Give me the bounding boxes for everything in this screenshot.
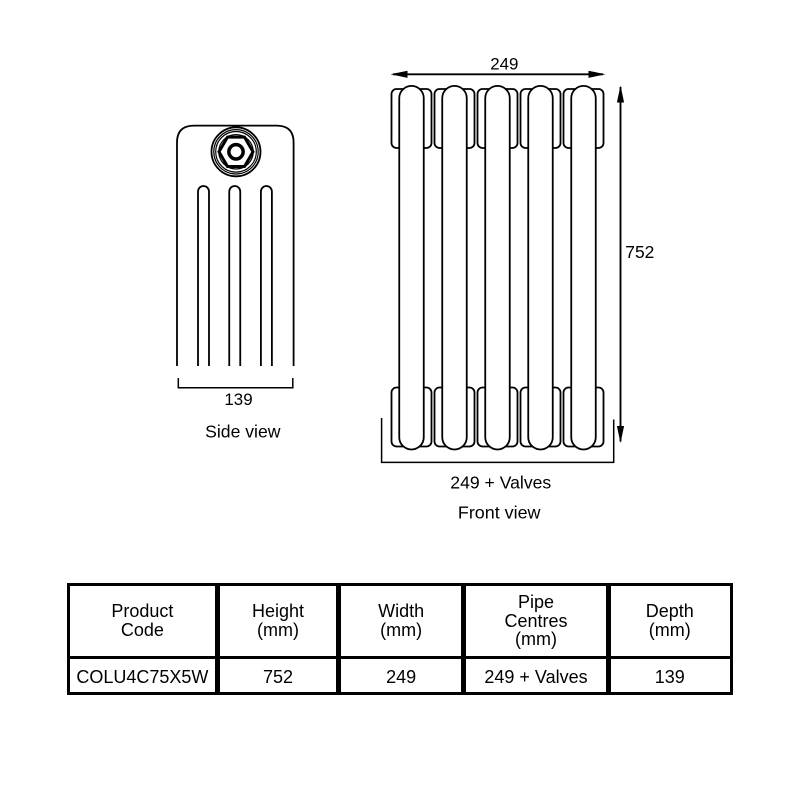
- svg-text:752: 752: [625, 242, 654, 262]
- svg-text:249 + Valves: 249 + Valves: [450, 472, 551, 492]
- svg-text:Side view: Side view: [205, 422, 281, 442]
- svg-text:249: 249: [490, 55, 518, 74]
- svg-text:139: 139: [224, 390, 252, 409]
- svg-text:Front view: Front view: [458, 503, 541, 523]
